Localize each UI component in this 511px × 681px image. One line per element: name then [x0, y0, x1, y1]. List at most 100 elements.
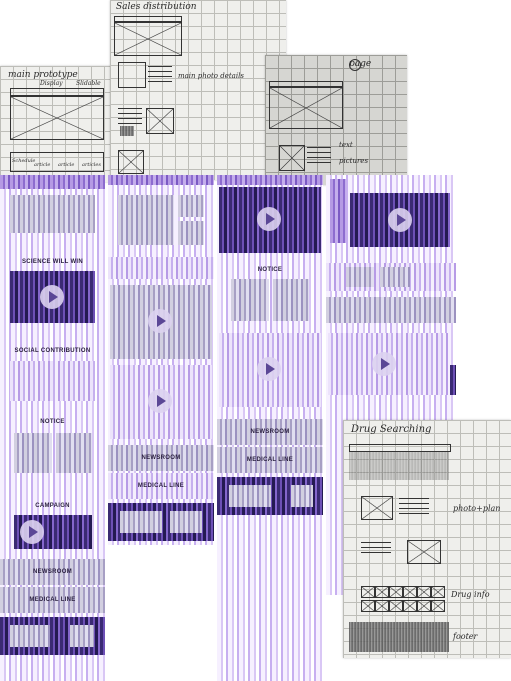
sketch-title: Drug Searching	[351, 424, 431, 435]
mockup-video-block	[219, 333, 321, 407]
mockup-side-nav	[330, 179, 346, 243]
sketch-main-prototype: main prototype Display Slidable Schedule…	[0, 66, 112, 182]
sketch-title: Sales distribution	[116, 2, 197, 12]
sketch-sales-distribution: Sales distribution main photo details	[110, 0, 286, 180]
mockup-card-left	[231, 279, 269, 321]
mockup-nav-bar	[0, 175, 105, 189]
sketch-grid-cell	[417, 586, 431, 598]
mockup-band-card	[380, 267, 410, 287]
sketch-grid-cell	[403, 586, 417, 598]
sketch-hero-placeholder	[114, 22, 182, 56]
mockup-hero-right-bottom	[178, 221, 204, 245]
play-icon[interactable]	[148, 389, 172, 413]
mockup-section-title: MEDICAL LINE	[108, 483, 214, 489]
mockup-card-right	[273, 279, 309, 321]
sketch-grid-cell	[431, 600, 445, 612]
sketch-text-lines-2	[361, 542, 391, 556]
mockup-section-title: SCIENCE WILL WIN	[0, 259, 105, 265]
mockup-hero-left	[118, 195, 174, 245]
mockup-section-title: CAMPAIGN	[0, 503, 105, 509]
sketch-image-placeholder	[407, 540, 441, 564]
sketch-photo-box	[118, 62, 146, 88]
sketch-search-banner	[349, 452, 449, 480]
mockup-footer-card	[170, 511, 202, 533]
mockup-section-title: MEDICAL LINE	[217, 457, 323, 463]
mockup-section-title: SOCIAL CONTRIBUTION	[0, 348, 105, 354]
play-icon[interactable]	[372, 352, 396, 376]
sketch-grid-cell	[361, 586, 375, 598]
sketch-note-photo-plan: photo+plan	[453, 504, 500, 513]
sketch-grid-cell	[375, 600, 389, 612]
sketch-page: page text pictures	[265, 55, 407, 185]
sketch-shaded-area	[120, 126, 134, 136]
sketch-grid-cell	[361, 600, 375, 612]
mockup-footer-card	[229, 485, 271, 507]
sketch-slider-placeholder	[10, 96, 104, 140]
mockup-card-left	[14, 433, 52, 473]
sketch-note-main-photo: main photo details	[178, 72, 244, 80]
sketch-label-slidable: Slidable	[76, 80, 101, 87]
sketch-text-lines-2	[118, 108, 142, 124]
mockup-nav-bar	[108, 175, 214, 185]
mockup-video-hero	[219, 187, 321, 253]
sketch-note-footer: footer	[453, 632, 477, 641]
mockup-campaign-block	[14, 515, 92, 549]
mockup-content-block	[10, 361, 95, 401]
mockup-footer	[217, 477, 323, 515]
mockup-footer-card	[120, 511, 162, 533]
sketch-drug-grid	[361, 586, 445, 612]
sketch-label-article-2: article	[58, 162, 74, 168]
play-icon[interactable]	[388, 208, 412, 232]
mockup-video-block	[328, 333, 448, 395]
sketch-grid-cell	[417, 600, 431, 612]
mockup-section-title: NOTICE	[0, 419, 105, 425]
sketch-text-lines	[307, 147, 331, 165]
mockup-column-2: NEWSROOM MEDICAL LINE	[108, 175, 214, 545]
sketch-text-lines	[399, 498, 429, 516]
sketch-image-placeholder	[146, 108, 174, 134]
mockup-footer-card	[10, 625, 50, 647]
sketch-circle-icon	[349, 59, 361, 71]
sketch-text-lines	[148, 66, 172, 82]
mockup-video-block	[10, 271, 95, 323]
sketch-grid-cell	[403, 600, 417, 612]
mockup-hero	[10, 195, 95, 233]
mockup-footer	[108, 503, 214, 541]
sketch-note-drug-info: Drug info	[451, 590, 490, 599]
play-icon[interactable]	[257, 357, 281, 381]
sketch-label-article-1: article	[34, 162, 50, 168]
sketch-hero-placeholder	[269, 87, 343, 129]
sketch-drug-searching: Drug Searching photo+plan Drug info foot…	[343, 420, 511, 658]
sketch-label-schedule: Schedule	[12, 158, 35, 164]
play-icon[interactable]	[20, 520, 44, 544]
sketch-footer-block	[349, 622, 449, 652]
mockup-section-title: MEDICAL LINE	[0, 597, 105, 603]
play-icon[interactable]	[40, 285, 64, 309]
mockup-footer-card	[291, 485, 313, 507]
mockup-hero-right-top	[178, 195, 204, 217]
mockup-section-title: NEWSROOM	[108, 455, 214, 461]
sketch-label-display: Display	[40, 80, 63, 87]
mockup-footer	[0, 617, 105, 655]
mockup-footer-card	[70, 625, 94, 647]
mockup-nav-bar	[217, 175, 323, 185]
mockup-video-block	[110, 285, 212, 359]
sketch-header-bar	[349, 444, 451, 452]
sketch-label-articles: articles	[82, 162, 101, 168]
sketch-note-pictures: pictures	[339, 157, 368, 165]
play-icon[interactable]	[257, 207, 281, 231]
sketch-note-text: text	[339, 141, 353, 149]
sketch-grid-cell	[389, 586, 403, 598]
sketch-photo-placeholder	[361, 496, 393, 520]
mockup-column-1: SCIENCE WILL WIN SOCIAL CONTRIBUTION NOT…	[0, 175, 105, 681]
mockup-side-accent	[450, 365, 456, 395]
mockup-band-card	[346, 267, 374, 287]
sketch-header-bar	[10, 88, 104, 96]
mockup-band	[326, 263, 456, 291]
sketch-grid-cell	[389, 600, 403, 612]
play-icon[interactable]	[148, 309, 172, 333]
mockup-band	[108, 257, 214, 279]
mockup-video-hero	[350, 193, 450, 247]
sketch-thumb-placeholder	[279, 145, 305, 171]
mockup-card-right	[56, 433, 92, 473]
